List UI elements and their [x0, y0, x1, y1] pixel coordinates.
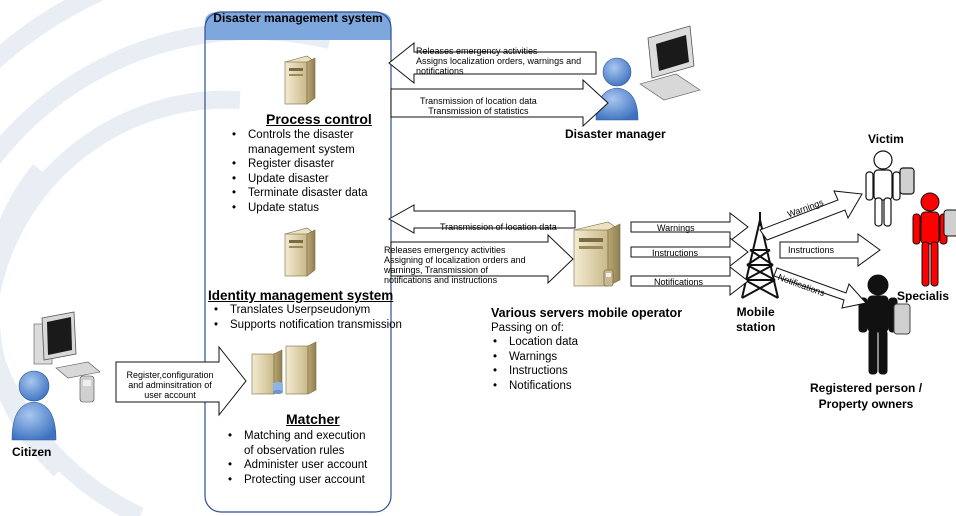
list-item: of observation rules	[226, 444, 367, 459]
list-item: management system	[230, 143, 368, 158]
operator-notifications-arrow	[630, 265, 749, 297]
manager-to-system-arrow	[388, 41, 597, 85]
arrow-text-line: Assigning of localization orders and	[384, 255, 526, 265]
identity-management-title: Identity management system	[208, 288, 394, 303]
operator-server-icon	[573, 221, 621, 287]
disaster-manager-label: Disaster manager	[565, 127, 666, 141]
matcher-title: Matcher	[286, 411, 340, 427]
arrow-text-line: and adminsitration of	[128, 380, 212, 390]
operator-warnings-label: Warnings	[657, 223, 695, 233]
list-item: Controls the disaster	[230, 128, 368, 143]
registered-label-line: Registered person /	[810, 381, 923, 395]
arrow-text-line: notifications and instructions	[384, 275, 498, 285]
system-to-operator-label: Releases emergency activities Assigning …	[384, 245, 526, 285]
station-instructions-label: Instructions	[788, 245, 835, 255]
operator-passing-title: Passing on of:	[491, 322, 564, 334]
citizen-arrow-label: Register,configuration and adminsitratio…	[120, 370, 220, 400]
specialist-label: Specialis	[897, 289, 950, 303]
arrow-text-line: Transmission of statistics	[428, 106, 529, 116]
arrow-text-line: Register,configuration	[126, 370, 214, 380]
list-item: Location data	[491, 335, 578, 350]
list-item: Protecting user account	[226, 473, 367, 488]
operator-to-system-label: Transmission of location data	[440, 222, 557, 232]
arrow-text-line: Transmission of location data	[420, 96, 537, 106]
station-notifications-arrow	[773, 267, 867, 309]
operator-instructions-arrow	[630, 236, 749, 268]
matcher-list: Matching and execution of observation ru…	[226, 429, 367, 487]
operator-to-system-arrow	[387, 204, 576, 234]
process-control-title: Process control	[266, 111, 372, 127]
victim-label: Victim	[868, 132, 904, 146]
registered-person-label: Registered person / Property owners	[810, 380, 922, 412]
list-item: Instructions	[491, 364, 578, 379]
list-item: Register disaster	[230, 157, 368, 172]
system-to-operator-arrow	[390, 233, 574, 285]
list-item: Matching and execution	[226, 429, 367, 444]
list-item: Terminate disaster data	[230, 186, 368, 201]
list-item: Supports notification transmission	[212, 318, 402, 333]
identity-list: Translates Userpseudonym Supports notifi…	[212, 303, 402, 332]
citizen-computer-icon	[33, 311, 101, 403]
process-control-server-icon	[284, 55, 316, 105]
list-item: Warnings	[491, 350, 578, 365]
list-item: Translates Userpseudonym	[212, 303, 402, 318]
identity-server-icon	[284, 227, 316, 277]
list-item-continuation: of observation rules	[244, 444, 345, 457]
list-item: Notifications	[491, 379, 578, 394]
process-control-list: Controls the disaster management system …	[230, 128, 368, 215]
arrow-text-line: Assigns localization orders, warnings an…	[416, 56, 582, 66]
station-label-line: Mobile	[736, 305, 775, 319]
list-item: Update status	[230, 201, 368, 216]
arrow-text-line: warnings, Transmission of	[384, 265, 489, 275]
disaster-manager-person-icon	[595, 57, 639, 121]
arrow-text-line: Releases emergency activities	[416, 46, 538, 56]
citizen-label: Citizen	[12, 445, 52, 459]
citizen-person-icon	[11, 370, 57, 441]
system-to-manager-label: Transmission of location data Transmissi…	[420, 96, 537, 116]
list-item: Update disaster	[230, 172, 368, 187]
arrow-text-line: Releases emergency activities	[384, 245, 506, 255]
arrows	[115, 41, 881, 417]
system-to-manager-arrow	[390, 78, 609, 128]
arrow-text-line: user account	[144, 390, 196, 400]
arrow-text-line: notifications	[416, 66, 464, 76]
station-label-line: station	[736, 320, 776, 334]
system-title: Disaster management system	[213, 11, 383, 25]
matcher-servers-icon	[251, 341, 317, 395]
operator-instructions-label: Instructions	[652, 248, 699, 258]
mobile-station-label: Mobile station	[736, 305, 775, 335]
specialist-figure-icon	[912, 192, 956, 287]
list-item-continuation: management system	[248, 143, 355, 156]
disaster-manager-computer-icon	[639, 25, 701, 101]
operator-label: Various servers mobile operator	[491, 306, 683, 320]
citizen-to-matcher-arrow	[115, 345, 247, 417]
registered-label-line: Property owners	[818, 397, 914, 411]
operator-notifications-label: Notifications	[654, 277, 704, 287]
registered-person-figure-icon	[858, 274, 911, 375]
operator-warnings-arrow	[630, 211, 749, 243]
station-warnings-arrow	[759, 190, 863, 241]
station-instructions-arrow	[779, 233, 881, 267]
victim-figure-icon	[865, 150, 915, 227]
operator-passing-list: Location data Warnings Instructions Noti…	[491, 335, 578, 393]
manager-to-system-label: Releases emergency activities Assigns lo…	[416, 46, 581, 76]
list-item: Administer user account	[226, 458, 367, 473]
